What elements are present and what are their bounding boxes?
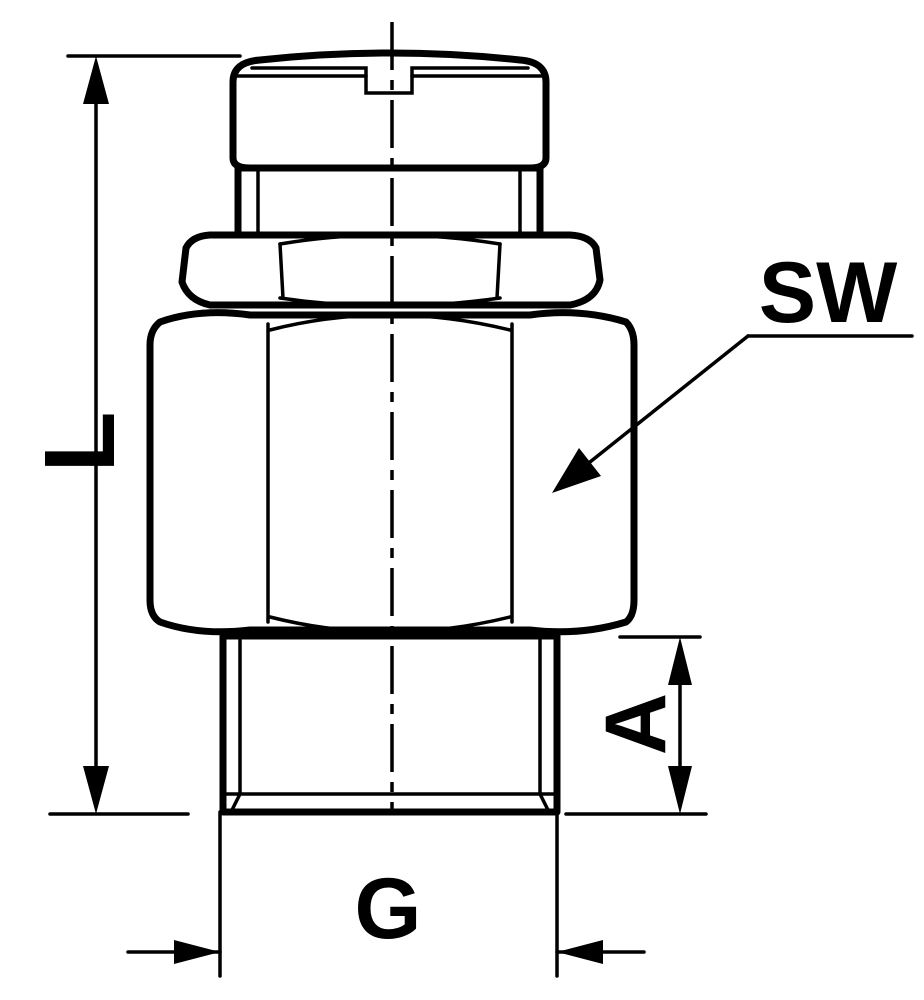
dimension-sw-label: SW <box>759 245 898 341</box>
dimension-g: G <box>126 810 646 978</box>
dimension-l-label: L <box>24 411 136 472</box>
dimension-a-label: A <box>588 693 684 755</box>
dimension-l: L <box>24 54 242 816</box>
dimension-sw: SW <box>552 245 914 493</box>
threaded-shank <box>219 632 561 816</box>
dimension-g-label: G <box>355 861 422 957</box>
dimension-a: A <box>564 635 708 816</box>
neck-collar <box>234 164 544 242</box>
fitting-body <box>146 22 638 816</box>
slotted-cap <box>229 49 550 172</box>
